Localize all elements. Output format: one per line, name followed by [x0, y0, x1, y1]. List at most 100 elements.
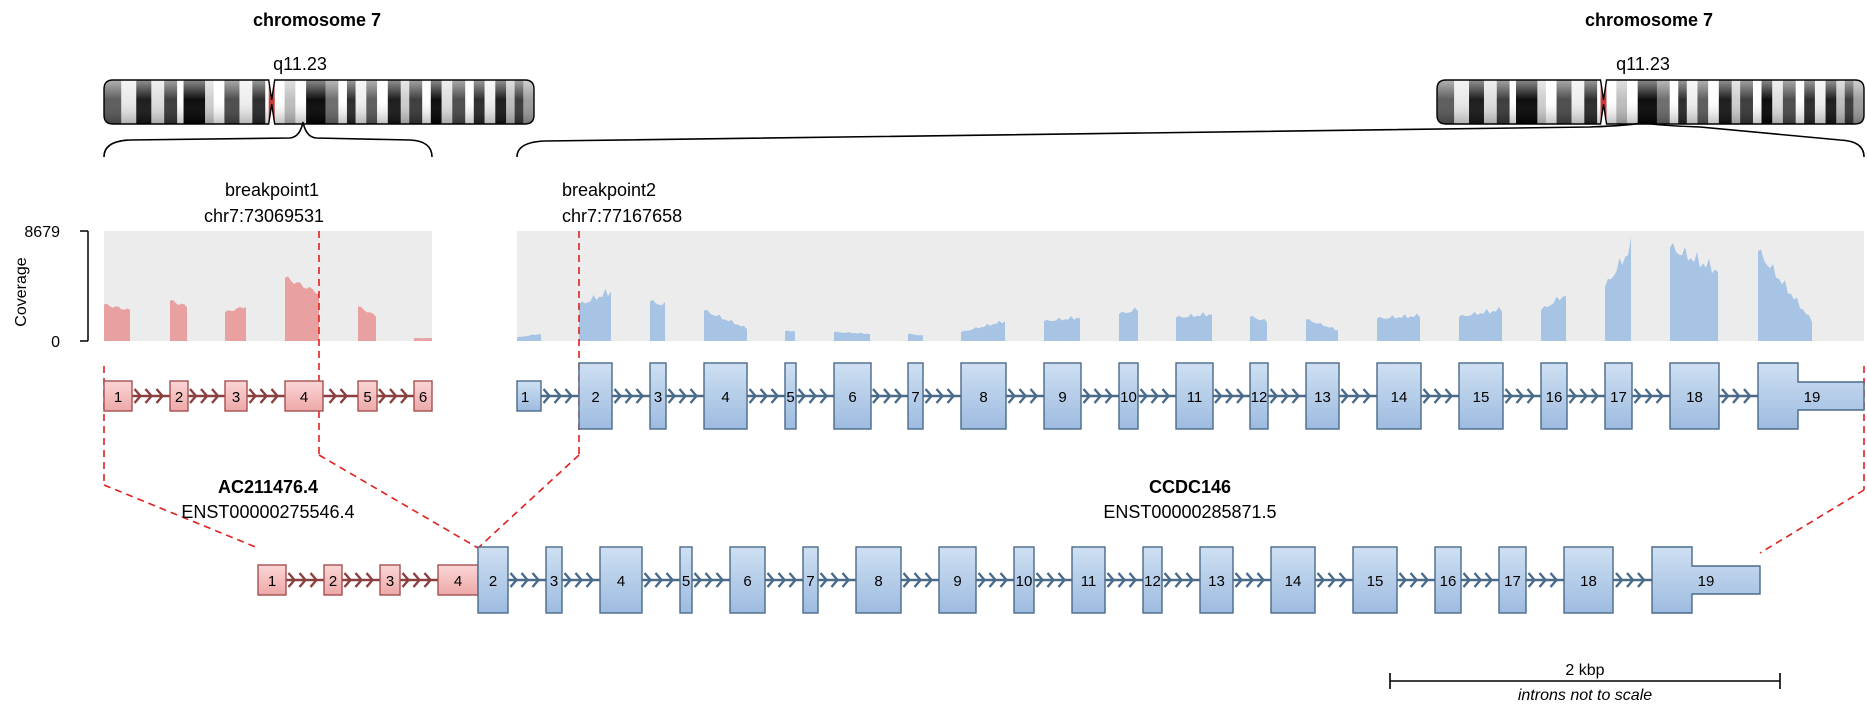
- coverage-peak: [650, 299, 665, 341]
- exon-number: 12: [1251, 389, 1268, 406]
- coverage-track-gene1: [104, 276, 432, 341]
- exon-7: 7: [907, 362, 924, 430]
- exon-7: 7: [802, 546, 819, 614]
- exon-3: 3: [545, 546, 563, 614]
- exon-number: 14: [1285, 573, 1302, 590]
- coverage-peak: [1459, 306, 1502, 341]
- coverage-peak: [170, 300, 187, 341]
- exon-8: 8: [855, 546, 902, 614]
- exon-15: 15: [1458, 362, 1504, 430]
- exon-3: 3: [649, 362, 667, 430]
- exon-number: 13: [1208, 573, 1225, 590]
- exon-2: 2: [477, 546, 509, 614]
- gene1-name: AC211476.4: [218, 477, 318, 497]
- exon-number: 8: [874, 573, 882, 590]
- exon-number: 4: [454, 573, 462, 590]
- exon-number: 4: [721, 389, 729, 406]
- exon-9: 9: [938, 546, 977, 614]
- coverage-peak: [704, 309, 747, 341]
- exon-5: 5: [679, 546, 693, 614]
- breakpoint2-connector: [477, 454, 580, 549]
- coverage-peak: [1119, 307, 1138, 341]
- exon-number: 16: [1546, 389, 1563, 406]
- exon-number: 16: [1440, 573, 1457, 590]
- coverage-peak: [285, 276, 319, 341]
- left-band-label: q11.23: [273, 54, 327, 74]
- exon-number: 17: [1610, 389, 1627, 406]
- coverage-min-tick: 0: [51, 334, 60, 351]
- exon-8: 8: [960, 362, 1007, 430]
- coverage-peak: [579, 288, 611, 341]
- exon-14: 14: [1270, 546, 1316, 614]
- coverage-track-gene2: [517, 237, 1812, 341]
- exon-number: 15: [1473, 389, 1490, 406]
- exon-number: 3: [386, 573, 394, 590]
- coverage-peak: [1250, 316, 1267, 341]
- exon-9: 9: [1043, 362, 1082, 430]
- coverage-peak: [1044, 316, 1080, 341]
- coverage-peak: [908, 333, 923, 341]
- exon-12: 12: [1142, 546, 1163, 614]
- exon-number: 13: [1314, 389, 1331, 406]
- exon-1: 1: [516, 380, 542, 412]
- exon-number: 11: [1081, 573, 1097, 590]
- exon-14: 14: [1376, 362, 1422, 430]
- exon-number: 2: [175, 389, 183, 406]
- exon-18: 18: [1669, 362, 1720, 430]
- gene2-transcript: ENST00000285871.5: [1103, 502, 1276, 522]
- coverage-peak: [961, 320, 1005, 341]
- exon-number: 1: [521, 389, 529, 406]
- right-chromosome-ideogram: [1436, 79, 1865, 125]
- exon-6: 6: [833, 362, 872, 430]
- exon-number: 11: [1187, 389, 1203, 406]
- left-zoom-bracket: [103, 121, 433, 158]
- breakpoint1-coordinate: chr7:73069531: [204, 206, 324, 226]
- exon-number: 9: [1058, 389, 1066, 406]
- coverage-background-gene1: [104, 231, 432, 341]
- exon-number: 4: [617, 573, 625, 590]
- coverage-peak: [785, 330, 795, 341]
- exon-number: 3: [232, 389, 240, 406]
- exon-2: 2: [323, 564, 343, 596]
- coverage-peak: [104, 303, 130, 341]
- exon-number: 10: [1016, 573, 1033, 590]
- coverage-peak: [1541, 296, 1566, 341]
- coverage-peak: [358, 306, 376, 341]
- coverage-peak: [1605, 237, 1631, 341]
- exon-number: 5: [786, 389, 794, 406]
- gene1-start-connector: [103, 484, 259, 549]
- exon-number: 9: [953, 573, 961, 590]
- coverage-peak: [517, 334, 541, 341]
- exon-number: 7: [911, 389, 919, 406]
- exon-10: 10: [1118, 362, 1139, 430]
- exon-2: 2: [169, 380, 189, 412]
- exon-18: 18: [1563, 546, 1614, 614]
- right-chromosome-title: chromosome 7: [1585, 10, 1713, 30]
- exon-13: 13: [1305, 362, 1340, 430]
- exon-number: 5: [682, 573, 690, 590]
- exon-number: 3: [654, 389, 662, 406]
- exon-4: 4: [284, 380, 324, 412]
- coverage-axis: 8679 0 Coverage: [13, 224, 89, 351]
- exon-17: 17: [1604, 362, 1633, 430]
- exon-3: 3: [224, 380, 248, 412]
- exon-number: 18: [1686, 389, 1703, 406]
- exon-number: 19: [1804, 389, 1821, 406]
- coverage-peak: [414, 338, 432, 341]
- exon-number: 15: [1367, 573, 1384, 590]
- exon-number: 2: [329, 573, 337, 590]
- exon-15: 15: [1352, 546, 1398, 614]
- exon-1: 1: [103, 380, 133, 412]
- exon-number: 6: [743, 573, 751, 590]
- exon-number: 19: [1698, 573, 1715, 590]
- left-chromosome-title: chromosome 7: [253, 10, 381, 30]
- coverage-peak: [1670, 243, 1718, 341]
- exon-2: 2: [578, 362, 613, 430]
- exon-number: 10: [1120, 389, 1137, 406]
- coverage-max-tick: 8679: [24, 224, 60, 241]
- exon-10: 10: [1013, 546, 1035, 614]
- gene2-end-connector: [1759, 489, 1865, 554]
- exon-13: 13: [1199, 546, 1234, 614]
